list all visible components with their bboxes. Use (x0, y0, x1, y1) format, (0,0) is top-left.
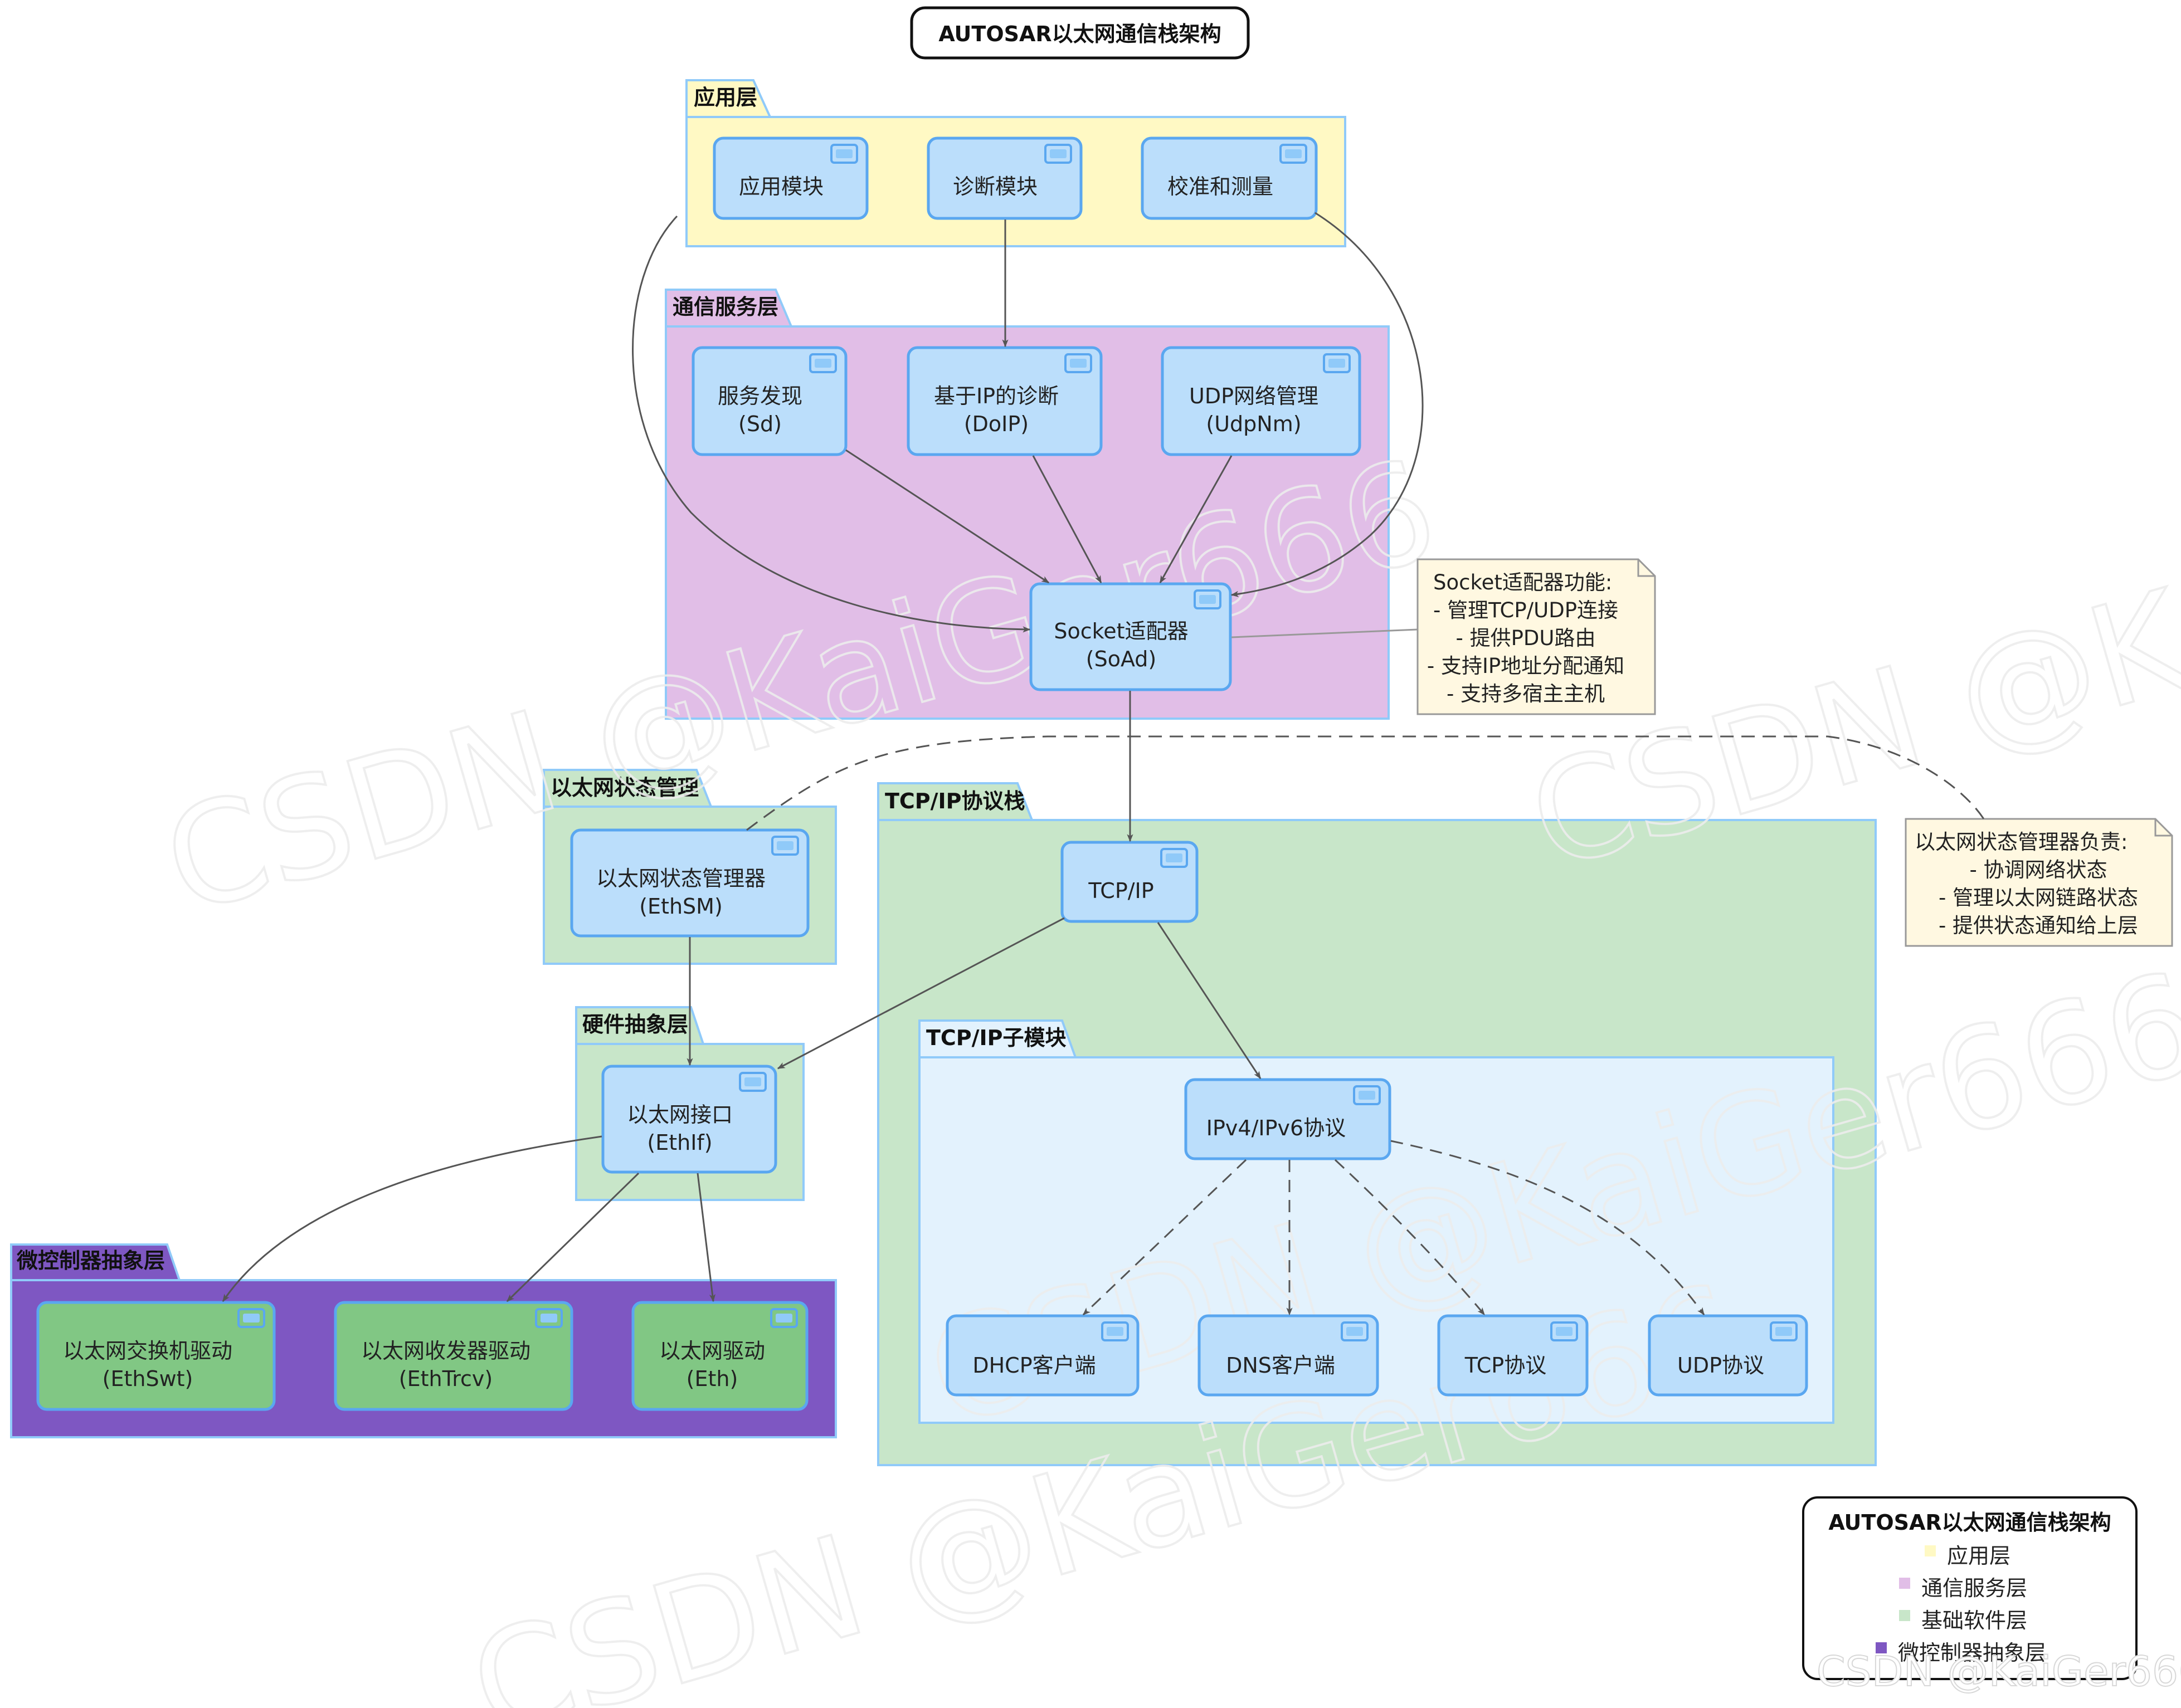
component-ethsm[interactable]: 以太网状态管理器 (EthSM) (570, 828, 810, 938)
connectors (222, 212, 1985, 1316)
component-soad[interactable]: Socket适配器 (SoAd) (1029, 582, 1232, 691)
svg-text:诊断模块: 诊断模块 (953, 174, 1038, 199)
svg-text:- 协调网络状态: - 协调网络状态 (1969, 858, 2107, 882)
svg-text:(EthSwt): (EthSwt) (103, 1367, 193, 1391)
legend-item-bsw: 基础软件层 (1899, 1608, 2027, 1633)
svg-text:(EthSM): (EthSM) (639, 894, 723, 919)
svg-text:UDP协议: UDP协议 (1677, 1353, 1764, 1378)
component-eth[interactable]: 以太网驱动 (Eth) (631, 1301, 809, 1411)
svg-text:通信服务层: 通信服务层 (1921, 1576, 2027, 1600)
component-tcpip[interactable]: TCP/IP (1060, 841, 1199, 923)
component-diag-module[interactable]: 诊断模块 (927, 136, 1083, 220)
package-label-comm: 通信服务层 (673, 295, 778, 319)
svg-text:以太网状态管理器: 以太网状态管理器 (596, 866, 766, 891)
svg-text:(UdpNm): (UdpNm) (1206, 412, 1301, 436)
svg-text:UDP网络管理: UDP网络管理 (1189, 384, 1318, 408)
svg-text:TCP协议: TCP协议 (1464, 1353, 1546, 1378)
package-label-app: 应用层 (694, 85, 757, 110)
svg-text:Socket适配器: Socket适配器 (1054, 619, 1188, 643)
svg-text:以太网收发器驱动: 以太网收发器驱动 (361, 1339, 530, 1363)
svg-text:以太网接口: 以太网接口 (627, 1102, 733, 1127)
diagram-title: AUTOSAR以太网通信栈架构 (910, 6, 1250, 60)
svg-text:IPv4/IPv6协议: IPv4/IPv6协议 (1206, 1116, 1346, 1140)
svg-text:应用层: 应用层 (1947, 1544, 2010, 1568)
component-ethtrcv[interactable]: 以太网收发器驱动 (EthTrcv) (334, 1301, 573, 1411)
component-udpnm[interactable]: UDP网络管理 (UdpNm) (1161, 346, 1361, 456)
svg-text:微控制器抽象层: 微控制器抽象层 (1898, 1641, 2046, 1665)
component-dhcp-client[interactable]: DHCP客户端 (946, 1314, 1140, 1397)
legend: AUTOSAR以太网通信栈架构 应用层 通信服务层 基础软件层 微控制器抽象层 (1802, 1496, 2138, 1680)
svg-text:应用模块: 应用模块 (739, 174, 824, 199)
svg-text:- 管理TCP/UDP连接: - 管理TCP/UDP连接 (1433, 598, 1618, 622)
component-ethswt[interactable]: 以太网交换机驱动 (EthSwt) (36, 1301, 276, 1411)
component-udp-protocol[interactable]: UDP协议 (1648, 1314, 1808, 1397)
component-sd[interactable]: 服务发现 (Sd) (692, 346, 848, 456)
svg-text:- 支持多宿主主机: - 支持多宿主主机 (1447, 682, 1605, 706)
svg-text:(DoIP): (DoIP) (964, 412, 1029, 436)
svg-text:(SoAd): (SoAd) (1086, 647, 1156, 671)
svg-text:以太网状态管理器负责:: 以太网状态管理器负责: (1915, 830, 2128, 854)
svg-text:- 提供PDU路由: - 提供PDU路由 (1456, 626, 1596, 650)
svg-text:AUTOSAR以太网通信栈架构: AUTOSAR以太网通信栈架构 (938, 22, 1221, 46)
component-ethif[interactable]: 以太网接口 (EthIf) (601, 1065, 777, 1174)
package-label-hw: 硬件抽象层 (582, 1012, 688, 1037)
svg-text:DNS客户端: DNS客户端 (1226, 1353, 1335, 1378)
svg-text:TCP/IP: TCP/IP (1088, 879, 1153, 903)
svg-text:- 管理以太网链路状态: - 管理以太网链路状态 (1939, 886, 2138, 910)
svg-text:AUTOSAR以太网通信栈架构: AUTOSAR以太网通信栈架构 (1828, 1510, 2111, 1535)
watermark-footer: CSDN @KaiGer666 (1817, 1648, 2181, 1696)
svg-text:服务发现: 服务发现 (718, 384, 802, 408)
package-label-ethsm: 以太网状态管理 (551, 775, 699, 800)
svg-text:- 支持IP地址分配通知: - 支持IP地址分配通知 (1427, 654, 1624, 678)
legend-item-comm: 通信服务层 (1899, 1576, 2027, 1600)
svg-text:(EthIf): (EthIf) (647, 1130, 712, 1155)
legend-item-app: 应用层 (1925, 1544, 2010, 1568)
component-dns-client[interactable]: DNS客户端 (1197, 1314, 1379, 1397)
component-ipv4-ipv6[interactable]: IPv4/IPv6协议 (1184, 1078, 1391, 1160)
package-label-mcu: 微控制器抽象层 (16, 1248, 165, 1273)
note-soad: Socket适配器功能: - 管理TCP/UDP连接 - 提供PDU路由 - 支… (1416, 558, 1656, 715)
svg-text:(Eth): (Eth) (687, 1367, 738, 1391)
svg-text:(Sd): (Sd) (738, 412, 782, 436)
svg-text:基于IP的诊断: 基于IP的诊断 (934, 384, 1059, 408)
package-label-tcpip: TCP/IP协议栈 (885, 789, 1025, 813)
legend-item-mcu: 微控制器抽象层 (1876, 1641, 2046, 1665)
component-tcp-protocol[interactable]: TCP协议 (1437, 1314, 1589, 1397)
svg-text:- 提供状态通知给上层: - 提供状态通知给上层 (1939, 914, 2138, 938)
svg-text:DHCP客户端: DHCP客户端 (972, 1353, 1096, 1378)
package-label-sub: TCP/IP子模块 (926, 1026, 1067, 1050)
component-doip[interactable]: 基于IP的诊断 (DoIP) (907, 346, 1103, 456)
svg-text:基础软件层: 基础软件层 (1921, 1608, 2027, 1633)
svg-text:校准和测量: 校准和测量 (1167, 174, 1273, 199)
component-calibration[interactable]: 校准和测量 (1141, 136, 1318, 220)
svg-text:(EthTrcv): (EthTrcv) (399, 1367, 493, 1391)
svg-text:Socket适配器功能:: Socket适配器功能: (1433, 570, 1612, 594)
note-ethsm: 以太网状态管理器负责: - 协调网络状态 - 管理以太网链路状态 - 提供状态通… (1905, 818, 2173, 947)
svg-text:以太网驱动: 以太网驱动 (659, 1339, 765, 1363)
component-app-module[interactable]: 应用模块 (713, 136, 869, 220)
svg-text:以太网交换机驱动: 以太网交换机驱动 (63, 1339, 232, 1363)
